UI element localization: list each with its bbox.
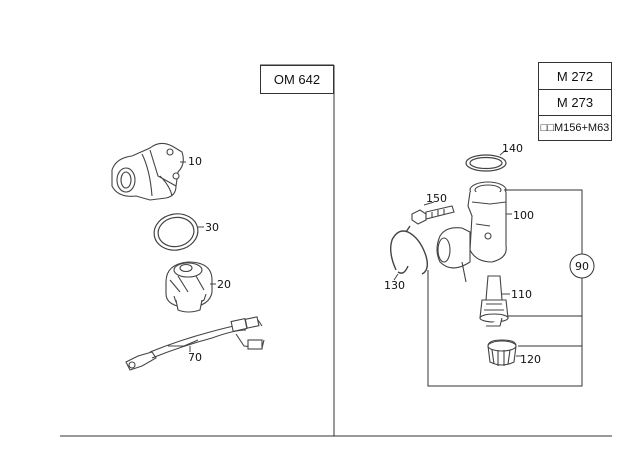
- part-100-thermostat-housing: [436, 181, 507, 283]
- callout-130: 130: [384, 279, 405, 292]
- callout-140: 140: [502, 142, 523, 155]
- callout-90: 90: [575, 260, 589, 273]
- part-70-sensor-harness: [125, 316, 265, 371]
- callout-30: 30: [205, 221, 219, 234]
- part-110-thermostat-element: [479, 275, 509, 327]
- callout-110: 110: [511, 288, 532, 301]
- part-150-bolt: [411, 205, 455, 225]
- callout-20: 20: [217, 278, 231, 291]
- callout-100: 100: [513, 209, 534, 222]
- part-20-thermostat-cap: [165, 261, 213, 313]
- assembly-bracket: [427, 189, 583, 387]
- callout-90-circle: [569, 253, 595, 279]
- callout-70: 70: [188, 351, 202, 364]
- engine-label-m273: M 273: [538, 89, 612, 116]
- engine-label-om642: OM 642: [260, 65, 334, 94]
- part-140-o-ring: [465, 154, 507, 172]
- callout-10: 10: [188, 155, 202, 168]
- part-130-clip: [389, 225, 429, 275]
- engine-label-m156-m63: □□M156+M63: [538, 115, 612, 141]
- part-30-o-ring: [153, 213, 199, 251]
- part-120-cap: [487, 339, 517, 366]
- callout-120: 120: [520, 353, 541, 366]
- part-10-housing-elbow: [111, 142, 184, 201]
- callout-150: 150: [426, 192, 447, 205]
